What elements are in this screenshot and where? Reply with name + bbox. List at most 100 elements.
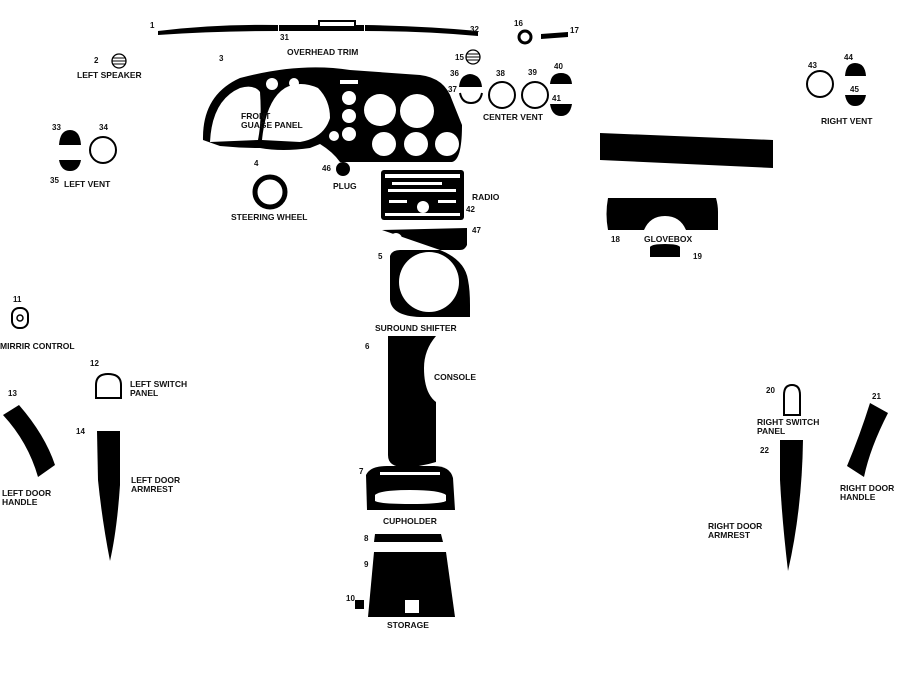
label-surround-shifter: SUROUND SHIFTER [375, 323, 457, 333]
label-left-door-armrest-line1: LEFT DOOR [131, 475, 180, 485]
num-31: 31 [280, 33, 289, 42]
num-12: 12 [90, 359, 99, 368]
label-right-door-handle-line2: HANDLE [840, 492, 876, 502]
overhead-trim-piece-1 [158, 24, 278, 35]
num-35: 35 [50, 176, 59, 185]
right-switch-panel-piece [783, 383, 801, 416]
label-left-door-armrest-line2: ARMREST [131, 484, 174, 494]
label-cupholder: CUPHOLDER [383, 516, 437, 526]
num-3: 3 [219, 54, 224, 63]
right-door-armrest-piece [780, 440, 803, 571]
num-15: 15 [455, 53, 464, 62]
num-5: 5 [378, 252, 383, 261]
label-left-speaker: LEFT SPEAKER [77, 70, 142, 80]
label-steering-wheel: STEERING WHEEL [231, 212, 308, 222]
left-vent-pieces [59, 130, 117, 171]
num-42: 42 [466, 205, 475, 214]
num-34: 34 [99, 123, 108, 132]
radio-piece [381, 170, 464, 220]
storage-piece [368, 552, 455, 617]
left-door-handle-piece [3, 405, 55, 477]
part-16 [517, 29, 533, 45]
label-right-switch-panel-line1: RIGHT SWITCH [757, 417, 819, 427]
num-43: 43 [808, 61, 817, 70]
num-47: 47 [472, 226, 481, 235]
num-10: 10 [346, 594, 355, 603]
num-38: 38 [496, 69, 505, 78]
num-13: 13 [8, 389, 17, 398]
num-41: 41 [552, 94, 561, 103]
num-32: 32 [470, 25, 479, 34]
num-7: 7 [359, 467, 364, 476]
label-left-switch-panel-line2: PANEL [130, 388, 158, 398]
num-6: 6 [365, 342, 370, 351]
label-console: CONSOLE [434, 372, 476, 382]
label-plug: PLUG [333, 181, 357, 191]
label-mirror-control: MIRRIR CONTROL [0, 341, 75, 351]
label-right-switch-panel-line2: PANEL [757, 426, 785, 436]
num-17: 17 [570, 26, 579, 35]
num-2: 2 [94, 56, 99, 65]
center-vent-pieces [459, 73, 572, 116]
part-15 [465, 49, 481, 65]
right-door-handle-piece [847, 403, 888, 477]
label-right-door-armrest-line2: ARMREST [708, 530, 751, 540]
part-17 [541, 32, 568, 39]
steering-wheel-piece [252, 174, 288, 210]
front-gauge-panel-piece [202, 67, 462, 162]
surround-shifter-piece [382, 228, 470, 317]
num-11: 11 [13, 295, 22, 304]
label-right-vent: RIGHT VENT [821, 116, 873, 126]
label-front-gauge-panel-line1: FRONT [241, 111, 271, 121]
part-8 [374, 534, 443, 542]
label-storage: STORAGE [387, 620, 429, 630]
num-36: 36 [450, 69, 459, 78]
right-vent-pieces [806, 63, 866, 106]
cupholder-piece [366, 466, 455, 510]
num-20: 20 [766, 386, 775, 395]
num-1: 1 [150, 21, 155, 30]
num-44: 44 [844, 53, 853, 62]
mirror-control-piece [11, 307, 29, 329]
label-front-gauge-panel-line2: GUAGE PANEL [241, 120, 303, 130]
num-19: 19 [693, 252, 702, 261]
num-40: 40 [554, 62, 563, 71]
num-45: 45 [850, 85, 859, 94]
num-22: 22 [760, 446, 769, 455]
num-9: 9 [364, 560, 369, 569]
label-right-door-handle-line1: RIGHT DOOR [840, 483, 894, 493]
num-8: 8 [364, 534, 369, 543]
num-16: 16 [514, 19, 523, 28]
num-37: 37 [448, 85, 457, 94]
label-glovebox: GLOVEBOX [644, 234, 693, 244]
label-right-door-armrest-line1: RIGHT DOOR [708, 521, 762, 531]
part-18 [606, 198, 718, 230]
label-center-vent: CENTER VENT [483, 112, 544, 122]
overhead-trim-pieces [158, 20, 478, 36]
part-19 [650, 244, 680, 257]
left-speaker-piece [111, 53, 127, 69]
num-21: 21 [872, 392, 881, 401]
label-radio: RADIO [472, 192, 500, 202]
part-10 [355, 600, 364, 609]
num-39: 39 [528, 68, 537, 77]
num-4: 4 [254, 159, 259, 168]
label-left-door-handle-line1: LEFT DOOR [2, 488, 51, 498]
label-left-vent: LEFT VENT [64, 179, 111, 189]
label-left-door-handle-line2: HANDLE [2, 497, 38, 507]
num-18: 18 [611, 235, 620, 244]
num-14: 14 [76, 427, 85, 436]
label-left-switch-panel-line1: LEFT SWITCH [130, 379, 187, 389]
left-door-armrest-piece [97, 431, 120, 561]
glovebox-upper-piece [600, 133, 773, 168]
label-overhead-trim: OVERHEAD TRIM [287, 47, 358, 57]
plug-piece [336, 162, 350, 176]
overhead-trim-slot [320, 22, 354, 26]
left-switch-panel-piece [95, 372, 122, 399]
num-33: 33 [52, 123, 61, 132]
overhead-trim-piece-32 [365, 25, 478, 36]
console-piece [388, 336, 436, 467]
num-46: 46 [322, 164, 331, 173]
